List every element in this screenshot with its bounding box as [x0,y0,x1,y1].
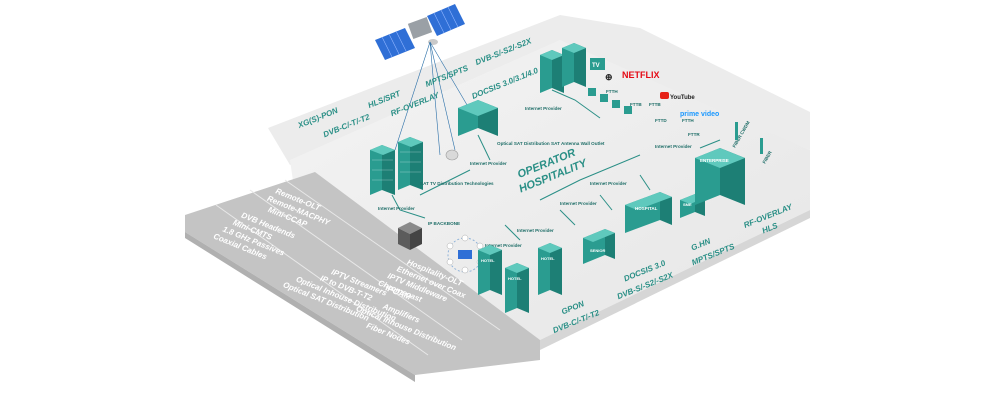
fiber-pole [760,138,763,154]
svg-text:HOTEL: HOTEL [508,276,522,281]
label-ftth-1: FTTH [606,89,618,94]
label-fiber: FIBER [762,149,774,164]
label-fttb-2: FTTB [649,102,661,107]
datacenter-left [370,137,423,195]
datacenter-center [458,100,498,136]
globe-icon: ⊕ [605,72,613,82]
svg-text:SENIOR: SENIOR [590,248,605,253]
youtube-logo: YouTube [660,92,695,101]
hotel-building-3: HOTEL [538,243,562,295]
datacenter-right [540,43,586,93]
right-edge [540,210,810,350]
hotel-building-1: HOTEL [478,245,502,295]
svg-text:SME: SME [683,202,692,207]
svg-text:TV: TV [592,63,600,69]
svg-text:HOSPITAL: HOSPITAL [635,206,658,211]
label-fttd: FTTD [655,118,667,123]
internet-provider-8: Internet Provider [485,243,522,248]
svg-text:YouTube: YouTube [670,95,695,101]
optical-sat-distribution: Optical SAT Distribution SAT Antenna Wal… [497,141,605,146]
back-wall-platform [268,15,810,165]
internet-provider-6: Internet Provider [560,201,597,206]
svg-text:HOTEL: HOTEL [481,258,495,263]
house-cluster [588,88,632,114]
laptop-icon [458,250,472,259]
svg-text:ENTERPRISE: ENTERPRISE [700,158,729,163]
hospital-building: HOSPITAL [625,192,672,233]
label-fttb: FTTB [630,102,642,107]
senior-building: SENIOR [583,229,615,264]
label-ftth-2: FTTH [682,118,694,123]
internet-provider-4: Internet Provider [655,144,692,149]
enterprise-building: ENTERPRISE [695,148,745,205]
internet-provider-1: Internet Provider [378,206,415,211]
dish-icon [445,149,459,161]
ip-backbone-router [398,222,422,250]
ip-backbone-label: IP BACKBONE [428,221,460,226]
internet-provider-3: Internet Provider [525,106,562,111]
left-panel [185,172,540,375]
prime-video-logo: prime video [680,111,719,118]
svg-text:HOTEL: HOTEL [541,256,555,261]
internet-provider-5: Internet Provider [590,181,627,186]
satellite-icon [375,4,465,60]
netflix-logo: NETFLIX [622,70,660,80]
tv-badge: TV [590,58,605,70]
internet-provider-2: Internet Provider [470,161,507,166]
label-fttr: FTTR [688,132,700,137]
sat-tv-distribution: SAT TV Distribution Technologies [420,181,494,186]
fiber-cwdm-pole [735,122,738,140]
hotel-building-2: HOTEL [505,263,529,313]
internet-provider-7: Internet Provider [517,228,554,233]
